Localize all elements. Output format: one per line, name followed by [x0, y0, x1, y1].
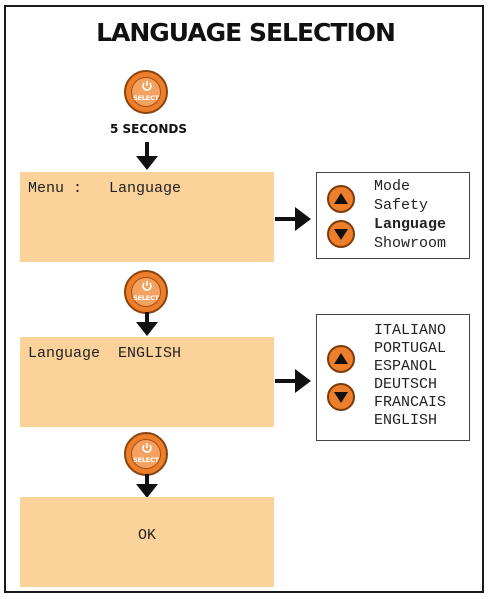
menu-option[interactable]: Mode: [374, 178, 411, 195]
up-button[interactable]: [327, 345, 355, 373]
diagram-frame: [4, 5, 484, 593]
flow-arrow-down: [136, 312, 158, 336]
menu-option[interactable]: Showroom: [374, 235, 447, 252]
select-label: SELECT: [133, 456, 159, 464]
down-arrow-icon: [334, 392, 348, 403]
select-label: SELECT: [133, 294, 159, 302]
select-button[interactable]: SELECT: [124, 270, 168, 314]
up-arrow-icon: [334, 353, 348, 364]
power-icon: [142, 281, 152, 291]
power-icon: [142, 443, 152, 453]
lcd-screen-ok: OK: [20, 497, 274, 587]
menu-option[interactable]: Safety: [374, 197, 429, 214]
select-button[interactable]: SELECT: [124, 432, 168, 476]
down-arrow-icon: [334, 229, 348, 240]
duration-label: 5 SECONDS: [110, 122, 188, 136]
menu-option-selected[interactable]: Language: [374, 216, 447, 233]
flow-arrow-down: [136, 474, 158, 498]
select-label: SELECT: [133, 94, 159, 102]
flow-arrow-right: [275, 207, 311, 231]
language-option[interactable]: FRANCAIS: [374, 394, 447, 411]
lcd-menu-text: Menu : Language: [28, 180, 182, 197]
lcd-screen-menu: Menu : Language: [20, 172, 274, 262]
down-button[interactable]: [327, 220, 355, 248]
select-button[interactable]: SELECT: [124, 70, 168, 114]
lcd-ok-text: OK: [138, 527, 157, 544]
flow-arrow-right: [275, 369, 311, 393]
language-option[interactable]: ENGLISH: [374, 412, 438, 429]
up-button[interactable]: [327, 185, 355, 213]
lcd-language-text: Language ENGLISH: [28, 345, 182, 362]
language-option[interactable]: ITALIANO: [374, 322, 447, 339]
language-option[interactable]: PORTUGAL: [374, 340, 447, 357]
language-option[interactable]: DEUTSCH: [374, 376, 438, 393]
menu-options-box: Mode Safety Language Showroom: [316, 172, 470, 259]
flow-arrow-down: [136, 142, 158, 170]
power-icon: [142, 81, 152, 91]
up-arrow-icon: [334, 193, 348, 204]
diagram-title: LANGUAGE SELECTION: [96, 18, 396, 47]
lcd-screen-language: Language ENGLISH: [20, 337, 274, 427]
down-button[interactable]: [327, 383, 355, 411]
language-options-box: ITALIANO PORTUGAL ESPANOL DEUTSCH FRANCA…: [316, 314, 470, 441]
language-option[interactable]: ESPANOL: [374, 358, 438, 375]
